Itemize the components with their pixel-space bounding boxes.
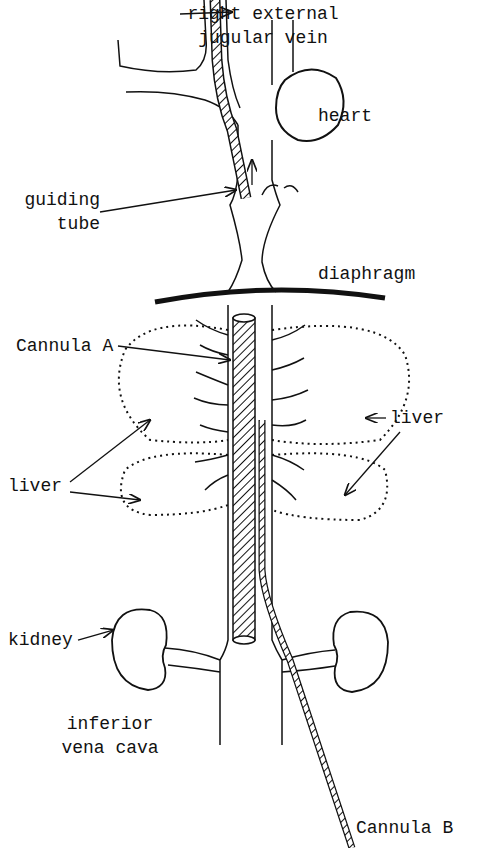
flow-arrow <box>251 160 252 185</box>
organ-label: heart <box>318 104 388 128</box>
vessels <box>112 0 388 745</box>
organ-label: kidney <box>8 628 88 652</box>
organ-label: liver <box>390 406 460 430</box>
band-label: diaphragm <box>318 262 438 286</box>
vein-label: inferior vena cava <box>52 712 168 760</box>
cannula-label: Cannula B <box>356 816 476 840</box>
tube-label: guiding tube <box>12 188 100 236</box>
leader-line <box>70 12 400 640</box>
cannula-label: Cannula A <box>16 334 126 358</box>
organ-label: liver <box>8 474 78 498</box>
cannula-a-end <box>233 314 255 322</box>
cannula-b <box>262 420 352 848</box>
cannula-a <box>233 318 255 640</box>
cannula-b-hatch <box>262 420 352 848</box>
diaphragm-band <box>155 290 385 302</box>
vein-label: right external jugular vein <box>182 2 344 50</box>
cannula-a-end <box>233 636 255 644</box>
